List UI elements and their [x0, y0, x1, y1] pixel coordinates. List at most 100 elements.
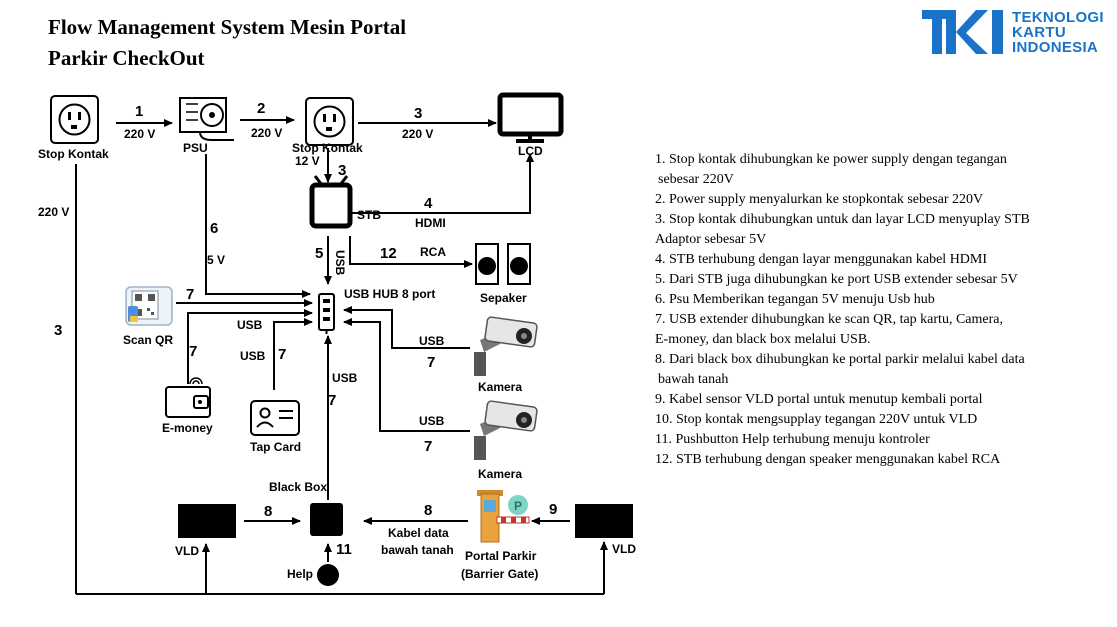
stop-kontak-1 [50, 95, 99, 144]
step-1: 1 [135, 103, 143, 120]
line-tapcard-usbhub [273, 318, 313, 390]
step-4: 4 [424, 195, 433, 212]
label-stop-kontak-1: Stop Kontak [38, 147, 109, 161]
help-button[interactable] [317, 564, 339, 586]
nfc-icon [189, 377, 203, 385]
connection-labels: 220 V 220 V 220 V 220 V 12 V 5 V HDMI RC… [38, 126, 446, 428]
camera-1 [474, 316, 538, 376]
label-12v: 12 V [295, 154, 320, 168]
note-line: 4. STB terhubung dengan layar menggunaka… [655, 252, 988, 267]
label-scan-qr: Scan QR [123, 333, 173, 347]
step-5: 5 [315, 245, 323, 262]
step-2: 2 [257, 100, 265, 117]
label-camera-1: Kamera [478, 380, 522, 394]
logo-line-1: TEKNOLOGI [1012, 9, 1104, 26]
label-help: Help [287, 567, 313, 581]
stb-device [309, 175, 353, 229]
scan-qr-device [125, 286, 173, 326]
label-cable-line-1: Kabel data [388, 526, 449, 540]
note-line: sebesar 220V [658, 172, 734, 187]
lcd-monitor [497, 92, 564, 143]
wallet-icon [165, 386, 211, 418]
label-vld-right: VLD [612, 542, 636, 556]
fan-icon [200, 103, 224, 127]
step-9: 9 [549, 501, 557, 518]
label-emoney: E-money [162, 421, 213, 435]
note-line: 2. Power supply menyalurkan ke stopkonta… [655, 192, 984, 207]
step-11: 11 [336, 541, 352, 558]
note-line: 6. Psu Memberikan tegangan 5V menuju Usb… [655, 292, 935, 307]
line-stb-lcd-hdmi [350, 153, 534, 214]
note-line: Adaptor sebesar 5V [655, 232, 767, 247]
label-hdmi: HDMI [415, 216, 446, 230]
label-usb-black: USB [332, 371, 358, 385]
step-3-stb: 3 [338, 162, 346, 179]
stop-kontak-2 [305, 97, 354, 146]
line-stb-speaker-rca [349, 236, 473, 268]
label-usb-emoney: USB [240, 349, 266, 363]
label-lcd: LCD [518, 144, 543, 158]
step-7-cam2: 7 [424, 438, 432, 455]
step-8-right: 8 [424, 502, 432, 519]
label-usb-stb: USB [333, 250, 347, 276]
line-camera1-usbhub [343, 306, 470, 349]
label-5v: 5 V [207, 253, 225, 267]
note-line: 8. Dari black box dihubungkan ke portal … [655, 352, 1025, 367]
logo-line-3: INDONESIA [1012, 39, 1099, 56]
tki-logo-mark [922, 10, 1003, 54]
step-12: 12 [380, 245, 397, 262]
note-line: 12. STB terhubung dengan speaker menggun… [655, 452, 1001, 467]
tv-icon [309, 182, 353, 229]
camera-2 [474, 400, 538, 460]
portal-parkir-gate: P [477, 490, 530, 543]
tap-card-device [250, 400, 300, 436]
note-line: 3. Stop kontak dihubungkan untuk dan lay… [655, 212, 1030, 227]
label-portal-line-1: Portal Parkir [465, 549, 537, 563]
label-camera-2: Kamera [478, 467, 522, 481]
component-labels: Stop Kontak PSU Stop Kontak LCD STB USB … [38, 141, 636, 581]
label-rca: RCA [420, 245, 446, 259]
step-8-left: 8 [264, 503, 272, 520]
note-line: E-money, dan black box melalui USB. [655, 332, 871, 347]
svg-text:P: P [514, 499, 522, 513]
black-box [310, 503, 343, 536]
step-7-emoney: 7 [189, 343, 197, 360]
note-line: 1. Stop kontak dihubungkan ke power supp… [655, 152, 1007, 167]
label-usb-qr: USB [237, 318, 263, 332]
label-black-box: Black Box [269, 480, 327, 494]
title-line-1: Flow Management System Mesin Portal [48, 15, 407, 39]
monitor-icon [497, 92, 564, 137]
power-outlet-icon [58, 103, 91, 136]
step-7-black: 7 [328, 392, 336, 409]
label-stop-kontak-2: Stop Kontak [292, 141, 363, 155]
label-tap-card: Tap Card [250, 440, 301, 454]
parking-sign-icon [508, 495, 528, 515]
label-220v-left: 220 V [38, 205, 69, 219]
connection-lines [75, 116, 608, 595]
title-line-2: Parkir CheckOut [48, 46, 205, 70]
line-emoney-usbhub [187, 309, 313, 384]
step-3-left: 3 [54, 322, 62, 339]
step-7-tap: 7 [278, 346, 286, 363]
note-line: 7. USB extender dihubungkan ke scan QR, … [655, 312, 1003, 327]
note-line: 5. Dari STB juga dihubungkan ke port USB… [655, 272, 1018, 287]
psu [179, 97, 234, 141]
label-usb-cam2: USB [419, 414, 445, 428]
step-7-qr: 7 [186, 286, 194, 303]
line-psu-usbhub [205, 154, 311, 298]
logo-line-2: KARTU [1012, 24, 1066, 41]
label-usb-cam1: USB [419, 334, 445, 348]
note-line: 10. Stop kontak mengsupplay tegangan 220… [655, 412, 978, 427]
line-camera2-usbhub [343, 318, 470, 432]
page-title: Flow Management System Mesin Portal Park… [48, 12, 568, 74]
emoney-device [165, 377, 211, 418]
power-outlet-icon [313, 105, 346, 138]
usb-hub [318, 293, 335, 334]
step-3-top: 3 [414, 105, 422, 122]
step-numbers: 1 2 3 3 3 4 5 6 7 7 7 7 7 7 8 8 9 11 12 [54, 100, 557, 558]
note-line: bawah tanah [658, 372, 729, 387]
label-cable-line-2: bawah tanah [381, 543, 454, 557]
label-speaker: Sepaker [480, 291, 527, 305]
